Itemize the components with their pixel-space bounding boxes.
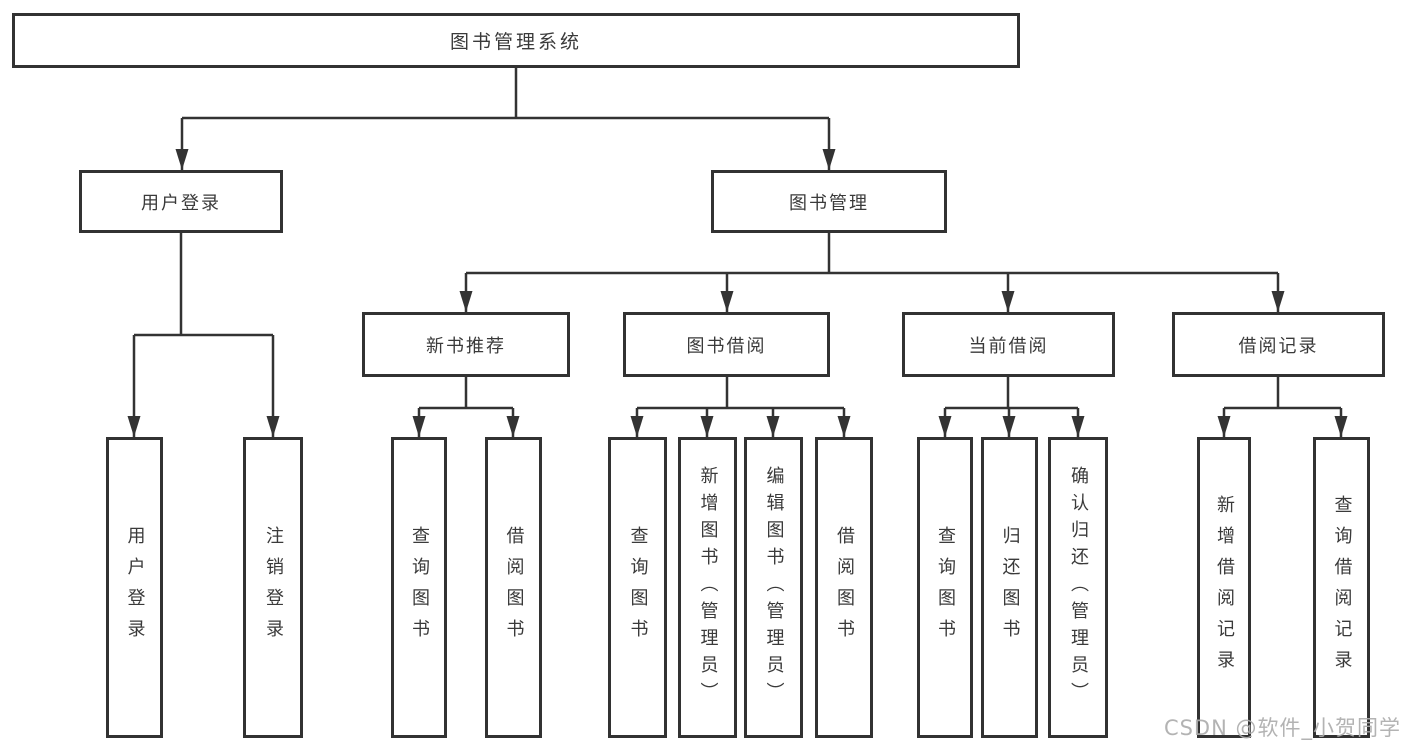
leaf-add-borrow-record: 新增借阅记录	[1197, 437, 1251, 738]
connector-new-book-to-leaves	[412, 377, 520, 437]
leaf-return-books: 归还图书	[981, 437, 1038, 738]
connector-book-mgmt-to-modules	[459, 233, 1285, 312]
node-library-management-system: 图书管理系统	[12, 13, 1020, 68]
node-new-book-recommend: 新书推荐	[362, 312, 570, 377]
node-user-login-branch: 用户登录	[79, 170, 283, 233]
leaf-query-books-1: 查询图书	[391, 437, 447, 738]
leaf-query-borrow-record: 查询借阅记录	[1313, 437, 1370, 738]
watermark: CSDN @软件_小贺同学	[1163, 716, 1401, 740]
leaf-add-books-admin: 新增图书（管理员）	[678, 437, 737, 738]
node-current-borrow: 当前借阅	[902, 312, 1115, 377]
leaf-query-books-2: 查询图书	[608, 437, 667, 738]
leaf-user-login: 用户登录	[106, 437, 163, 738]
leaf-confirm-return-admin: 确认归还（管理员）	[1048, 437, 1108, 738]
connector-user-login-to-leaves	[127, 233, 280, 437]
leaf-edit-books-admin: 编辑图书（管理员）	[744, 437, 803, 738]
node-book-borrow: 图书借阅	[623, 312, 830, 377]
node-borrow-record: 借阅记录	[1172, 312, 1385, 377]
connector-book-borrow-to-leaves	[630, 377, 851, 437]
leaf-borrow-books-2: 借阅图书	[815, 437, 873, 738]
connector-borrow-record-to-leaves	[1217, 377, 1348, 437]
leaf-borrow-books-1: 借阅图书	[485, 437, 542, 738]
leaf-logout: 注销登录	[243, 437, 303, 738]
leaf-query-books-3: 查询图书	[917, 437, 973, 738]
node-book-management-branch: 图书管理	[711, 170, 947, 233]
connector-current-borrow-to-leaves	[938, 377, 1085, 437]
connector-root-to-branches	[175, 68, 836, 170]
